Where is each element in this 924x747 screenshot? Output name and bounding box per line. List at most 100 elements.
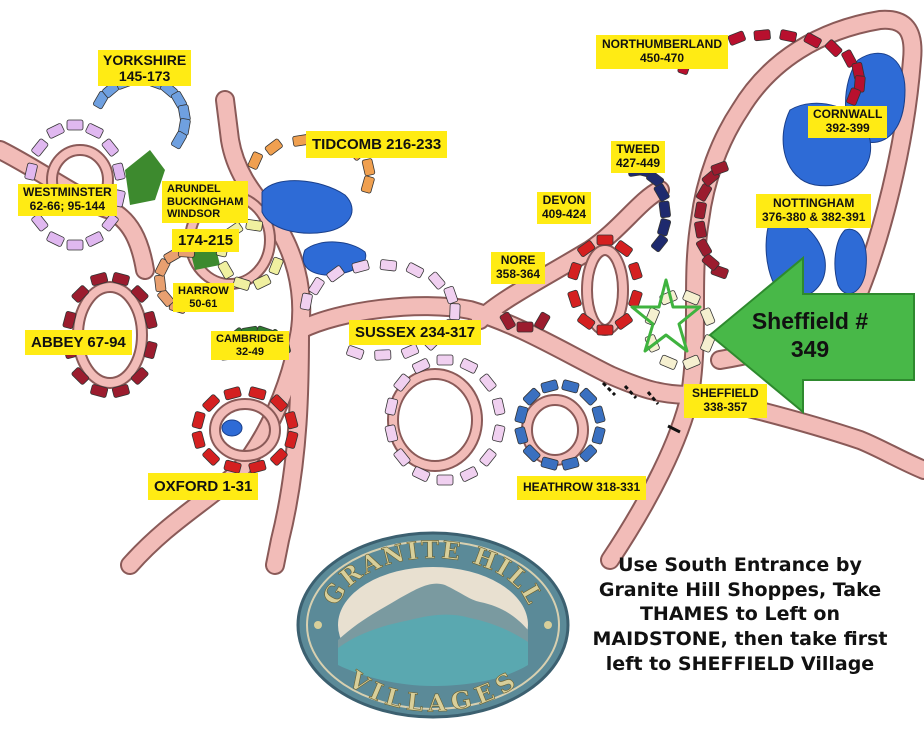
unit-block-oxford	[284, 430, 299, 449]
unit-block-devon	[577, 240, 596, 257]
directions-line: Granite Hill Shoppes, Take	[598, 578, 882, 601]
unit-block-westminster	[31, 213, 49, 232]
village-label-heathrow[interactable]: HEATHROW 318-331	[517, 476, 647, 500]
unit-block-westminster	[46, 231, 65, 247]
granite-hill-villages-logo: GRANITE HILL VILLAGES	[296, 531, 570, 719]
village-label-sussex[interactable]: SUSSEX 234-317	[349, 320, 482, 346]
village-label-oxford[interactable]: OXFORD 1-31	[148, 473, 259, 501]
unit-block-westminster	[31, 138, 49, 157]
unit-block-northumberland	[803, 32, 822, 49]
unit-block-abbey	[90, 272, 109, 286]
unit-block-sussex	[384, 424, 399, 443]
unit-block-sussex	[379, 259, 398, 272]
directions-line: MAIDSTONE, then take first	[592, 628, 888, 651]
unit-block-westminster	[101, 213, 119, 232]
unit-block-heathrow	[514, 426, 529, 445]
unit-block-abbey	[143, 311, 158, 329]
unit-block-heathrow	[579, 444, 598, 463]
unit-block-nore	[516, 321, 534, 333]
unit-block-sussex	[459, 358, 479, 374]
unit-block-devon	[567, 262, 582, 281]
unit-block-sussex	[411, 466, 431, 482]
unit-block-range-174	[268, 256, 284, 276]
unit-block-northumberland	[824, 39, 843, 57]
unit-block-heathrow	[522, 387, 541, 406]
unit-block-westminster	[46, 123, 65, 139]
unit-block-sussex	[443, 286, 459, 305]
unit-block-sussex	[491, 397, 506, 416]
unit-block-westminster	[66, 119, 84, 131]
unit-block-sussex	[428, 271, 446, 290]
unit-block-sussex	[308, 277, 325, 296]
unit-block-abbey	[143, 341, 158, 359]
unit-block-sussex	[326, 265, 345, 283]
unit-block-range-174	[232, 276, 251, 291]
unit-block-tidcomb	[264, 138, 283, 156]
unit-block-westminster	[66, 239, 84, 251]
unit-block-tidcomb	[361, 158, 376, 177]
unit-block-abbey	[62, 311, 77, 329]
unit-block-westminster	[101, 138, 119, 157]
unit-block-nottingham	[710, 161, 729, 176]
unit-block-nore	[534, 311, 551, 331]
unit-block-harrow	[157, 289, 175, 307]
unit-block-yorkshire	[171, 130, 187, 150]
unit-block-devon	[628, 262, 643, 281]
unit-block-nore	[499, 311, 516, 331]
unit-block-northumberland	[846, 87, 862, 106]
unit-block-sussex	[491, 424, 506, 443]
unit-block-sussex	[436, 354, 454, 366]
unit-block-sheffield	[682, 290, 701, 306]
unit-block-sheffield	[659, 354, 678, 370]
unit-block-devon	[567, 289, 582, 308]
unit-block-heathrow	[591, 405, 606, 424]
unit-block-sussex	[405, 262, 425, 279]
unit-block-oxford	[248, 459, 267, 474]
unit-block-abbey	[90, 384, 109, 398]
unit-block-tidcomb	[360, 175, 375, 194]
unit-block-tweed	[657, 218, 672, 237]
village-label-174-215[interactable]: 174-215	[172, 229, 240, 253]
unit-block-devon	[596, 324, 614, 336]
unit-block-sussex	[411, 358, 431, 374]
callout-line-1: Sheffield #	[751, 308, 869, 334]
unit-block-devon	[596, 234, 614, 246]
unit-block-sheffield	[700, 307, 716, 326]
unit-block-abbey	[111, 384, 130, 398]
unit-block-nottingham	[701, 253, 720, 271]
unit-block-heathrow	[591, 426, 606, 445]
lake-east	[834, 228, 867, 295]
unit-block-northumberland	[779, 29, 798, 43]
village-label-abbey[interactable]: ABBEY 67-94	[25, 330, 132, 356]
directions-text: Use South Entrance by Granite Hill Shopp…	[560, 553, 920, 676]
unit-block-range-174	[245, 219, 263, 232]
unit-block-tweed	[653, 183, 670, 202]
unit-block-westminster	[85, 231, 104, 247]
unit-block-nottingham	[696, 238, 712, 257]
unit-block-abbey	[111, 272, 130, 286]
unit-block-abbey	[71, 367, 90, 385]
unit-block-heathrow	[540, 456, 559, 471]
unit-block-abbey	[71, 285, 90, 303]
unit-block-devon	[577, 313, 596, 330]
village-label-tidcomb[interactable]: TIDCOMB 216-233	[306, 131, 448, 159]
unit-block-nottingham	[694, 220, 707, 239]
unit-block-oxford	[202, 394, 220, 412]
unit-block-northumberland	[753, 29, 771, 42]
unit-block-oxford	[284, 411, 299, 430]
unit-block-heathrow	[561, 456, 580, 471]
unit-block-heathrow	[561, 379, 580, 394]
